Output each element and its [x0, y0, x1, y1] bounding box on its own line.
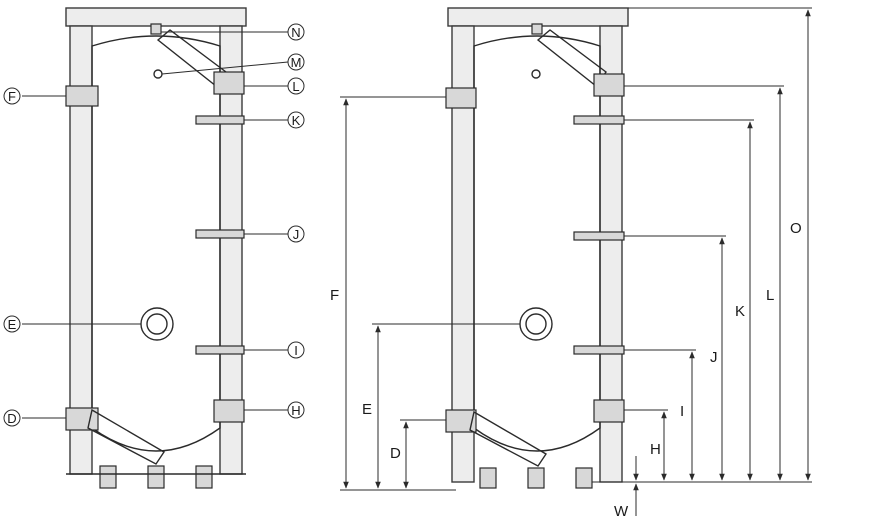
fitting-F	[445, 87, 477, 109]
tank-shell	[91, 35, 221, 452]
callout-M: M	[287, 53, 305, 71]
foot-1	[99, 465, 117, 489]
dim-label-E: E	[362, 401, 372, 418]
fitting-L	[213, 71, 245, 95]
lower-coil-pipe	[87, 408, 165, 465]
fitting-L	[593, 73, 625, 97]
top-nozzle	[531, 23, 543, 35]
sensor-port	[531, 69, 541, 79]
callout-K: K	[287, 111, 305, 129]
fitting-K	[573, 115, 625, 125]
foot-2	[147, 465, 165, 489]
right-tank-view	[445, 7, 629, 489]
fitting-H	[213, 399, 245, 423]
dim-label-D: D	[390, 445, 401, 462]
svg-text:D: D	[7, 411, 16, 426]
svg-text:F: F	[8, 89, 16, 104]
inspection-flange	[519, 307, 553, 341]
svg-text:N: N	[291, 25, 300, 40]
dim-label-K: K	[735, 303, 745, 320]
callout-I: I	[287, 341, 305, 359]
svg-text:K: K	[292, 113, 301, 128]
fitting-J	[195, 229, 245, 239]
callout-E: E	[3, 315, 21, 333]
dim-label-I: I	[680, 403, 684, 420]
callout-J: J	[287, 225, 305, 243]
foot-3	[195, 465, 213, 489]
svg-text:H: H	[291, 403, 300, 418]
dim-label-W: W	[614, 503, 629, 520]
dim-label-H: H	[650, 441, 661, 458]
foot-2	[527, 467, 545, 489]
fitting-I	[195, 345, 245, 355]
fitting-D	[65, 407, 99, 431]
callout-F: F	[3, 87, 21, 105]
svg-text:J: J	[293, 227, 300, 242]
dim-label-L: L	[766, 287, 774, 304]
callout-leaders	[22, 31, 289, 419]
fitting-J	[573, 231, 625, 241]
dimension-arrows	[343, 9, 811, 516]
callout-N: N	[287, 23, 305, 41]
lower-coil-pipe	[469, 410, 547, 467]
extension-lines	[340, 7, 812, 491]
dim-label-J: J	[710, 349, 718, 366]
callout-D: D	[3, 409, 21, 427]
fitting-K	[195, 115, 245, 125]
svg-text:E: E	[8, 317, 17, 332]
fitting-F	[65, 85, 99, 107]
foot-1	[479, 467, 497, 489]
tank-shell	[473, 35, 601, 452]
svg-text:M: M	[291, 55, 302, 70]
svg-text:L: L	[292, 79, 299, 94]
svg-text:I: I	[294, 343, 298, 358]
upper-coil-pipe	[536, 29, 607, 88]
dim-label-O: O	[790, 220, 802, 237]
inspection-flange-inner	[146, 313, 168, 335]
top-nozzle	[150, 23, 162, 35]
inspection-flange-inner	[525, 313, 547, 335]
top-cover	[65, 7, 247, 27]
left-tank-view	[65, 7, 247, 489]
fitting-I	[573, 345, 625, 355]
sensor-port	[153, 69, 163, 79]
foot-3	[575, 467, 593, 489]
callout-L: L	[287, 77, 305, 95]
inspection-flange	[140, 307, 174, 341]
callout-H: H	[287, 401, 305, 419]
fitting-D	[445, 409, 477, 433]
fitting-H	[593, 399, 625, 423]
dim-label-F: F	[330, 287, 339, 304]
top-cover	[447, 7, 629, 27]
